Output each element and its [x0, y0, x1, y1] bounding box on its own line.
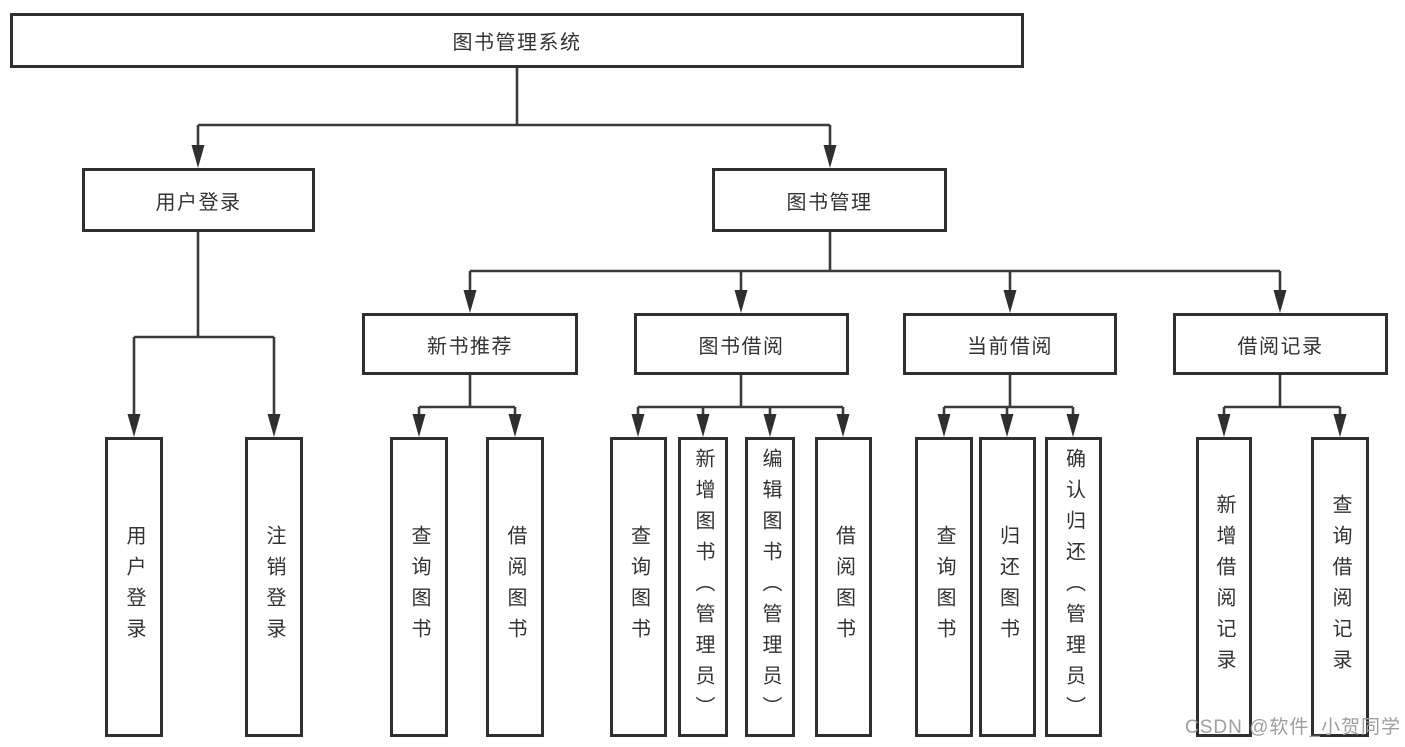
arrowhead-icon	[631, 414, 645, 437]
arrowhead-icon	[763, 414, 777, 437]
leaf-logout-label: 注销登录	[263, 525, 285, 649]
leaf-borrow-borrow-book: 借阅图书	[815, 437, 872, 737]
leaf-borrow-edit-book-admin-label: 编辑图书（管理员）	[759, 447, 781, 727]
connector-current-branch	[942, 375, 1075, 419]
connector-book-management-branch	[468, 232, 1282, 295]
node-root: 图书管理系统	[10, 13, 1024, 68]
leaf-records-query-record: 查询借阅记录	[1311, 437, 1369, 737]
arrowhead-icon	[191, 145, 205, 168]
leaf-current-query-book: 查询图书	[915, 437, 973, 737]
arrowhead-icon	[836, 414, 850, 437]
node-new-book-recommend: 新书推荐	[362, 313, 578, 375]
node-book-management: 图书管理	[712, 168, 947, 232]
connector-root-branch	[196, 68, 832, 150]
connector-records-branch	[1222, 375, 1342, 419]
arrowhead-icon	[1003, 290, 1017, 313]
arrowhead-icon	[1273, 290, 1287, 313]
connector-borrow-branch	[636, 375, 845, 419]
leaf-records-query-record-label: 查询借阅记录	[1329, 494, 1351, 680]
arrowhead-icon	[1000, 414, 1014, 437]
node-borrow-records-label: 借阅记录	[1237, 335, 1324, 358]
leaf-user-login: 用户登录	[105, 437, 163, 737]
arrowhead-icon	[412, 414, 426, 437]
node-new-book-recommend-label: 新书推荐	[427, 335, 513, 358]
leaf-current-confirm-return-admin-label: 确认归还（管理员）	[1062, 447, 1085, 727]
leaf-records-add-record: 新增借阅记录	[1196, 437, 1252, 737]
leaf-logout: 注销登录	[245, 437, 303, 737]
leaf-borrow-add-book-admin-label: 新增图书（管理员）	[692, 447, 714, 727]
leaf-recommend-borrow-book-label: 借阅图书	[504, 525, 526, 649]
leaf-current-return-book: 归还图书	[979, 437, 1036, 737]
arrowhead-icon	[823, 145, 837, 168]
arrowhead-icon	[1333, 414, 1347, 437]
connector-recommend-branch	[417, 375, 517, 419]
arrowhead-icon	[937, 414, 951, 437]
node-book-borrow: 图书借阅	[634, 313, 849, 375]
arrowhead-icon	[1066, 414, 1080, 437]
arrowhead-icon	[508, 414, 522, 437]
node-book-management-label: 图书管理	[786, 191, 873, 214]
node-borrow-records: 借阅记录	[1173, 313, 1388, 375]
leaf-borrow-query-book: 查询图书	[610, 437, 667, 737]
node-user-login: 用户登录	[82, 168, 315, 232]
leaf-borrow-add-book-admin: 新增图书（管理员）	[678, 437, 728, 737]
leaf-current-query-book-label: 查询图书	[933, 525, 955, 649]
leaf-recommend-borrow-book: 借阅图书	[486, 437, 544, 737]
arrowhead-icon	[127, 414, 141, 437]
leaf-records-add-record-label: 新增借阅记录	[1213, 494, 1235, 680]
arrowhead-icon	[267, 414, 281, 437]
node-root-label: 图书管理系统	[452, 32, 582, 54]
leaf-borrow-borrow-book-label: 借阅图书	[832, 525, 855, 649]
arrowhead-icon	[463, 290, 477, 313]
watermark: CSDN @软件_小贺同学	[1185, 717, 1401, 738]
node-current-borrow-label: 当前借阅	[967, 335, 1053, 358]
leaf-current-return-book-label: 归还图书	[996, 525, 1019, 649]
node-current-borrow: 当前借阅	[903, 313, 1117, 375]
arrowheads	[127, 145, 1347, 437]
leaf-current-confirm-return-admin: 确认归还（管理员）	[1045, 437, 1102, 737]
leaf-borrow-edit-book-admin: 编辑图书（管理员）	[745, 437, 795, 737]
leaf-recommend-query-book: 查询图书	[390, 437, 448, 737]
leaf-borrow-query-book-label: 查询图书	[627, 525, 650, 649]
connector-user-login-branch	[132, 232, 276, 419]
node-user-login-label: 用户登录	[155, 191, 242, 214]
arrowhead-icon	[696, 414, 710, 437]
node-book-borrow-label: 图书借阅	[698, 335, 785, 358]
arrowhead-icon	[1217, 414, 1231, 437]
leaf-user-login-label: 用户登录	[123, 525, 145, 649]
leaf-recommend-query-book-label: 查询图书	[408, 525, 430, 649]
arrowhead-icon	[734, 290, 748, 313]
